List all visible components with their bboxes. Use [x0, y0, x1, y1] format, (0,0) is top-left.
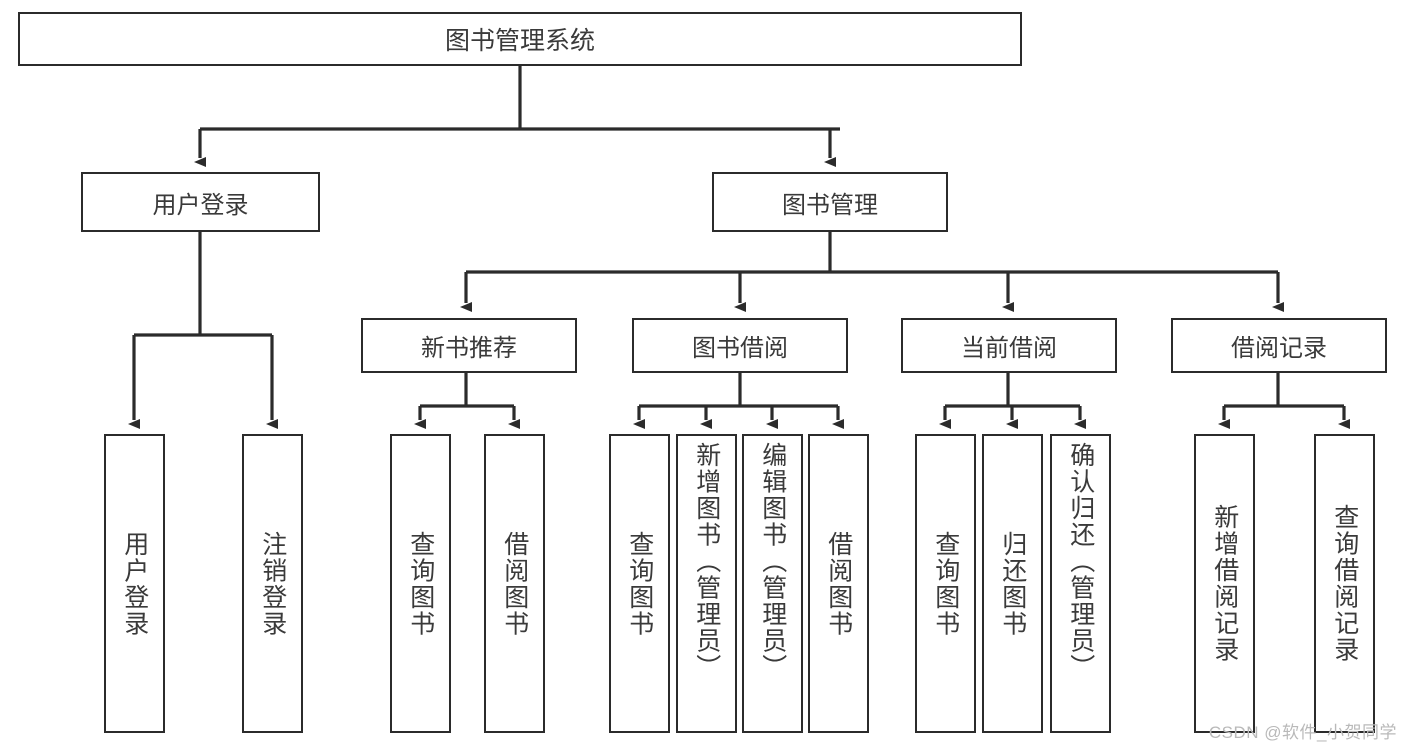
leaf-label: 查询图书 [931, 530, 960, 637]
leaf-query-book-borrow[interactable]: 查询图书 [609, 434, 670, 733]
leaf-label: 查询借阅记录 [1330, 504, 1359, 663]
leaf-label: 新增借阅记录 [1210, 504, 1239, 663]
leaf-label: 查询图书 [406, 530, 435, 637]
node-book-borrow[interactable]: 图书借阅 [632, 318, 848, 373]
leaf-query-borrow-record[interactable]: 查询借阅记录 [1314, 434, 1375, 733]
node-borrow-record[interactable]: 借阅记录 [1171, 318, 1387, 373]
leaf-label: 借阅图书 [824, 530, 853, 637]
leaf-edit-book[interactable]: 编辑图书（管理员） [742, 434, 803, 733]
leaf-label: 查询图书 [625, 530, 654, 637]
leaf-user-login[interactable]: 用户登录 [104, 434, 165, 733]
leaf-borrow-book-borrow[interactable]: 借阅图书 [808, 434, 869, 733]
node-new-book-recommend[interactable]: 新书推荐 [361, 318, 577, 373]
leaf-label: 借阅图书 [500, 530, 529, 637]
leaf-label: 注销登录 [258, 530, 287, 637]
node-label: 借阅记录 [1231, 335, 1327, 362]
leaf-query-book-current[interactable]: 查询图书 [915, 434, 976, 733]
leaf-label: 用户登录 [120, 530, 149, 637]
node-user-login[interactable]: 用户登录 [81, 172, 320, 232]
node-book-manage[interactable]: 图书管理 [712, 172, 948, 232]
leaf-label: 新增图书（管理员） [692, 442, 721, 681]
leaf-add-borrow-record[interactable]: 新增借阅记录 [1194, 434, 1255, 733]
node-root-system[interactable]: 图书管理系统 [18, 12, 1022, 66]
node-label: 当前借阅 [961, 335, 1057, 362]
leaf-add-book[interactable]: 新增图书（管理员） [676, 434, 737, 733]
leaf-logout-login[interactable]: 注销登录 [242, 434, 303, 733]
leaf-borrow-book-recommend[interactable]: 借阅图书 [484, 434, 545, 733]
node-label: 图书管理系统 [444, 27, 595, 55]
leaf-label: 确认归还（管理员） [1066, 442, 1095, 681]
node-current-borrow[interactable]: 当前借阅 [901, 318, 1117, 373]
leaf-label: 编辑图书（管理员） [758, 442, 787, 681]
leaf-label: 归还图书 [998, 530, 1027, 637]
watermark-text: CSDN @软件_小贺同学 [1208, 723, 1397, 742]
leaf-query-book-recommend[interactable]: 查询图书 [390, 434, 451, 733]
node-label: 新书推荐 [421, 335, 517, 362]
node-label: 图书管理 [782, 191, 878, 219]
leaf-confirm-return[interactable]: 确认归还（管理员） [1050, 434, 1111, 733]
node-label: 用户登录 [152, 191, 249, 219]
leaf-return-book[interactable]: 归还图书 [982, 434, 1043, 733]
node-label: 图书借阅 [692, 335, 788, 362]
